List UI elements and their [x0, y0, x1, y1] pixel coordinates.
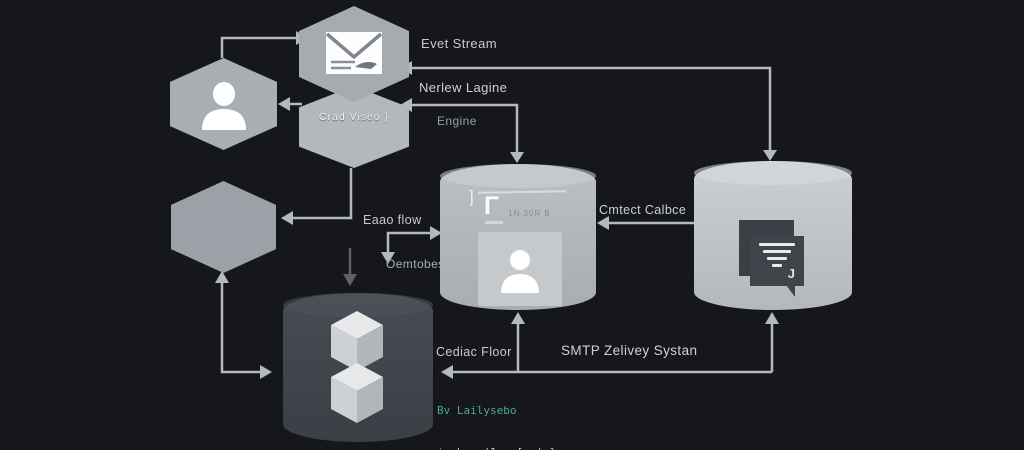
code-snippet: Bv Lailysebo i box (1o [ε₀' } } ( Goc]\'…: [437, 376, 570, 450]
chat-front-square: J: [750, 236, 804, 297]
chat-text-line: [772, 264, 782, 267]
bottom-cylinder: [283, 293, 433, 442]
connector-user-to-mail: [220, 31, 308, 58]
card-hexagon-label: Crad Viseo }: [318, 111, 390, 123]
connector-card-to-user: [278, 97, 302, 111]
connector-empty-to-bottom: [215, 271, 272, 379]
label-workflow-engine: Nerlew Lagine: [419, 80, 508, 95]
chat-bubble-tail: [786, 285, 795, 297]
code-line-1: Bv Lailysebo: [437, 404, 517, 417]
connector-event-stream: [400, 61, 777, 161]
user-card-icon: [501, 250, 539, 293]
chat-text-line: [759, 243, 795, 246]
code-line-2: i box (1o [ε₀' }: [437, 446, 570, 450]
cube-bottom: [331, 363, 383, 423]
chat-text-line: [767, 257, 787, 260]
chat-text-line: [763, 250, 791, 253]
connector-engine: [400, 98, 524, 163]
mail-icon: [325, 32, 383, 74]
label-contact-cache: Cmtect Calbce: [599, 203, 687, 217]
chat-messages-icon: J: [739, 220, 849, 320]
snippet-glyph: Γ: [484, 192, 500, 220]
label-oemtobes: Oemtobes: [386, 257, 445, 271]
right-cylinder: J: [694, 161, 852, 310]
connector-smtp-delivery: [441, 312, 779, 379]
chat-glyph: J: [787, 266, 795, 281]
snippet-dash: [485, 221, 503, 224]
label-engine: Engine: [437, 114, 477, 128]
cubes-icon: [331, 311, 383, 423]
cube-top: [331, 311, 383, 371]
user-icon: [202, 82, 246, 130]
snippet-fine-print: 1N 30R B: [508, 209, 551, 218]
connector-card-to-bottom: [343, 248, 357, 286]
connector-card-to-empty: [281, 168, 353, 225]
center-cylinder-cap: [440, 164, 596, 188]
user-card: [478, 232, 562, 306]
label-cediac-floor: Cediac Floor: [436, 345, 512, 359]
label-event-stream: Evet Stream: [421, 36, 497, 51]
label-smtp-delivery: SMTP Zelivey Systan: [561, 343, 698, 358]
label-data-flow: Eaao flow: [363, 213, 422, 227]
connector-contact-cache: [597, 216, 707, 230]
snippet-bracket: ]: [469, 187, 474, 206]
connector-data-flow: [381, 226, 442, 264]
right-cylinder-cap: [694, 161, 852, 185]
center-cylinder: ] Γ 1N 30R B: [440, 164, 596, 310]
